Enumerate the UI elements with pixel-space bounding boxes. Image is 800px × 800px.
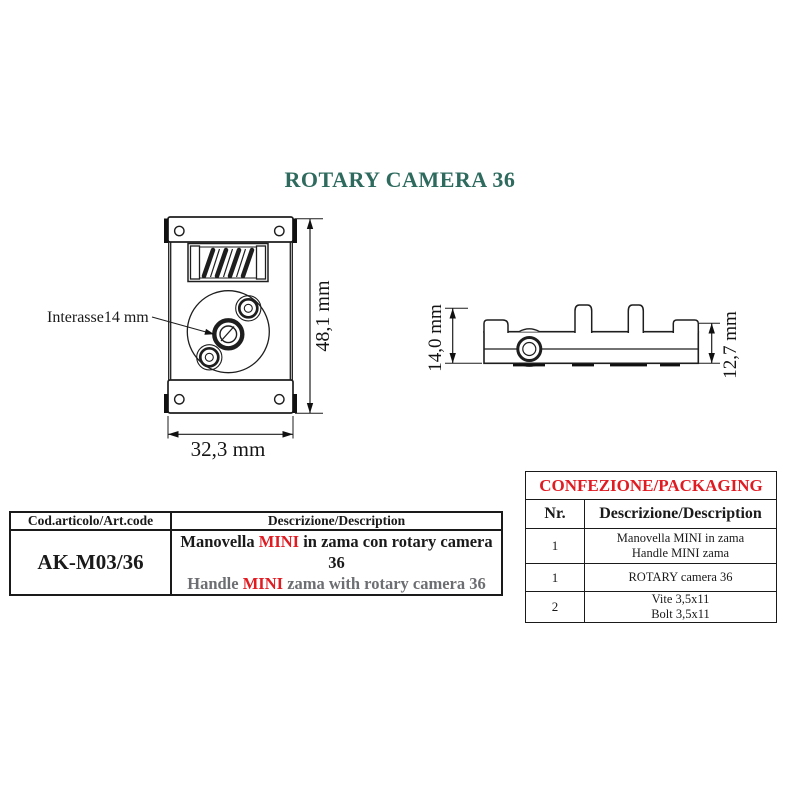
worm-gear — [187, 242, 269, 283]
page-title: ROTARY CAMERA 36 — [284, 167, 516, 192]
packaging-row: 1 ROTARY camera 36 — [525, 563, 777, 592]
desc-it-prefix: Manovella — [180, 532, 259, 551]
screw-top-right — [235, 295, 262, 322]
desc-it-highlight: MINI — [258, 532, 300, 551]
side-post-1 — [574, 304, 593, 333]
side-body-height-dim-label: 12,7 mm — [720, 311, 741, 379]
packaging-desc-line2: Handle MINI zama — [631, 546, 730, 560]
screw-bottom-left — [196, 344, 223, 371]
desc-en-highlight: MINI — [242, 574, 284, 593]
article-description-cell: Manovella MINI in zama con rotary camera… — [170, 529, 503, 596]
front-body-walls — [168, 242, 293, 381]
height-dimension-line — [295, 218, 323, 414]
center-hub — [212, 318, 245, 351]
desc-en-prefix: Handle — [187, 574, 243, 593]
body-height-dimension-line — [699, 322, 720, 364]
packaging-title: CONFEZIONE/PACKAGING — [525, 471, 777, 500]
side-post-2 — [627, 304, 645, 333]
packaging-desc-line1: Vite 3,5x11 — [651, 592, 710, 606]
total-height-dimension-line — [445, 307, 482, 364]
cam-circle — [186, 290, 270, 374]
article-table-row: AK-M03/36 Manovella MINI in zama con rot… — [9, 529, 503, 596]
packaging-desc-line1: ROTARY camera 36 — [628, 570, 733, 584]
front-top-plate — [164, 216, 297, 243]
article-table: Cod.articolo/Art.code Descrizione/Descri… — [9, 511, 503, 596]
packaging-row-qty: 1 — [525, 528, 585, 564]
packaging-row-desc: ROTARY camera 36 — [584, 563, 777, 592]
side-top-bump — [518, 328, 540, 333]
packaging-title-row: CONFEZIONE/PACKAGING — [525, 471, 777, 500]
front-bottom-plate — [164, 379, 297, 414]
side-right-tab — [672, 319, 700, 333]
front-width-dim-label: 32,3 mm — [190, 437, 266, 461]
packaging-row-desc: Vite 3,5x11 Bolt 3,5x11 — [584, 591, 777, 623]
side-total-height-dim-label: 14,0 mm — [425, 304, 446, 372]
front-view-drawing — [151, 216, 323, 439]
packaging-row-qty: 2 — [525, 591, 585, 623]
side-body — [483, 330, 700, 365]
packaging-row: 1 Manovella MINI in zama Handle MINI zam… — [525, 528, 777, 564]
interasse-leader — [151, 316, 215, 335]
side-axle-hole — [516, 336, 543, 362]
article-description-italian: Manovella MINI in zama con rotary camera… — [174, 531, 499, 573]
packaging-row-qty: 1 — [525, 563, 585, 592]
article-description-english: Handle MINI zama with rotary camera 36 — [174, 573, 499, 594]
width-dimension-line — [167, 416, 294, 439]
packaging-row-desc: Manovella MINI in zama Handle MINI zama — [584, 528, 777, 564]
packaging-nr-header: Nr. — [525, 499, 585, 529]
packaging-desc-line2: Bolt 3,5x11 — [651, 607, 710, 621]
interasse-label: Interasse14 mm — [47, 309, 149, 326]
packaging-row: 2 Vite 3,5x11 Bolt 3,5x11 — [525, 591, 777, 623]
packaging-header-row: Nr. Descrizione/Description — [525, 499, 777, 529]
article-code-header: Cod.articolo/Art.code — [9, 511, 172, 531]
packaging-desc-line1: Manovella MINI in zama — [616, 531, 745, 545]
article-code-cell: AK-M03/36 — [9, 529, 172, 596]
desc-en-suffix: zama with rotary camera 36 — [283, 574, 486, 593]
desc-it-suffix: in zama con rotary camera 36 — [299, 532, 493, 572]
side-left-tab — [483, 319, 509, 333]
article-description-header: Descrizione/Description — [170, 511, 503, 531]
side-bottom-dashes — [513, 363, 680, 367]
packaging-description-header: Descrizione/Description — [584, 499, 777, 529]
front-height-dim-label: 48,1 mm — [312, 280, 334, 352]
article-table-header-row: Cod.articolo/Art.code Descrizione/Descri… — [9, 511, 503, 531]
side-view-drawing — [445, 304, 720, 367]
packaging-table: CONFEZIONE/PACKAGING Nr. Descrizione/Des… — [525, 471, 777, 623]
